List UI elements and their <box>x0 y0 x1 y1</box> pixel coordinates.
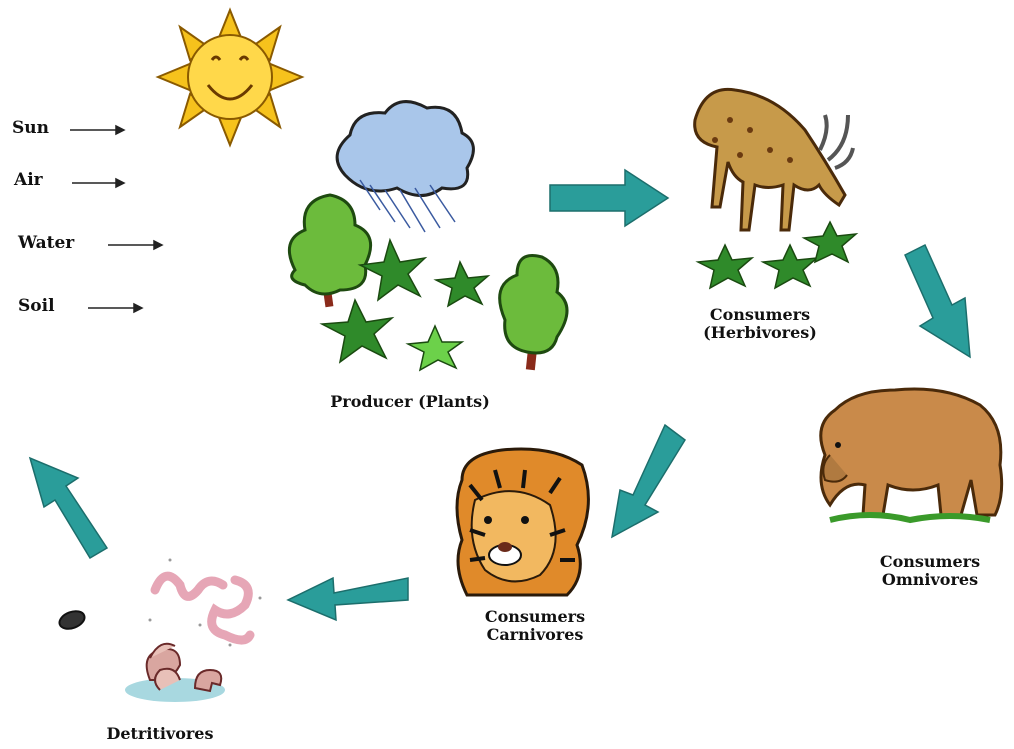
sun-icon <box>158 10 302 145</box>
tiger-icon <box>457 449 588 595</box>
omnivores-label-line2: Omnivores <box>845 571 1014 589</box>
worm-icon <box>212 580 250 640</box>
flow-arrow-omnivore-to-carnivore <box>612 425 685 537</box>
flow-arrow-herbivore-to-omnivore <box>905 245 970 357</box>
input-label-soil: Soil <box>18 296 55 316</box>
herbivores-label: Consumers (Herbivores) <box>680 306 840 343</box>
rain-cloud-icon <box>337 102 473 232</box>
sun-input-arrow <box>70 126 124 134</box>
input-label-air: Air <box>14 170 43 190</box>
carnivores-label-line1: Consumers <box>450 608 620 626</box>
plant-icon <box>408 326 462 370</box>
bear-icon <box>821 389 1002 520</box>
omnivores-label-line1: Consumers <box>845 553 1014 571</box>
air-input-arrow <box>72 179 124 187</box>
deer-icon <box>695 89 856 288</box>
omnivores-label: Consumers Omnivores <box>845 553 1014 590</box>
input-label-water: Water <box>18 233 74 253</box>
detritivores-label: Detritivores <box>90 725 230 743</box>
tree-left-icon <box>289 195 370 307</box>
carnivores-label: Consumers Carnivores <box>450 608 620 645</box>
water-input-arrow <box>108 241 162 249</box>
plant-icon <box>436 262 488 306</box>
worm-icon <box>155 576 223 596</box>
tree-right-icon <box>500 255 567 370</box>
flow-arrow-detritivore-to-start <box>30 458 107 558</box>
input-label-sun: Sun <box>12 118 49 138</box>
mushroom-icon <box>125 644 225 702</box>
flow-arrow-carnivore-to-detritivore <box>288 578 408 620</box>
detritivores-illustration <box>57 559 261 703</box>
flow-arrow-producer-to-herbivore <box>550 170 668 226</box>
producer-illustration <box>289 102 567 371</box>
plant-icon <box>322 300 392 362</box>
soil-input-arrow <box>88 304 142 312</box>
herbivores-label-line1: Consumers <box>680 306 840 324</box>
producer-label: Producer (Plants) <box>300 393 520 411</box>
herbivores-label-line2: (Herbivores) <box>680 324 840 342</box>
carnivores-label-line2: Carnivores <box>450 626 620 644</box>
beetle-icon <box>57 608 87 632</box>
